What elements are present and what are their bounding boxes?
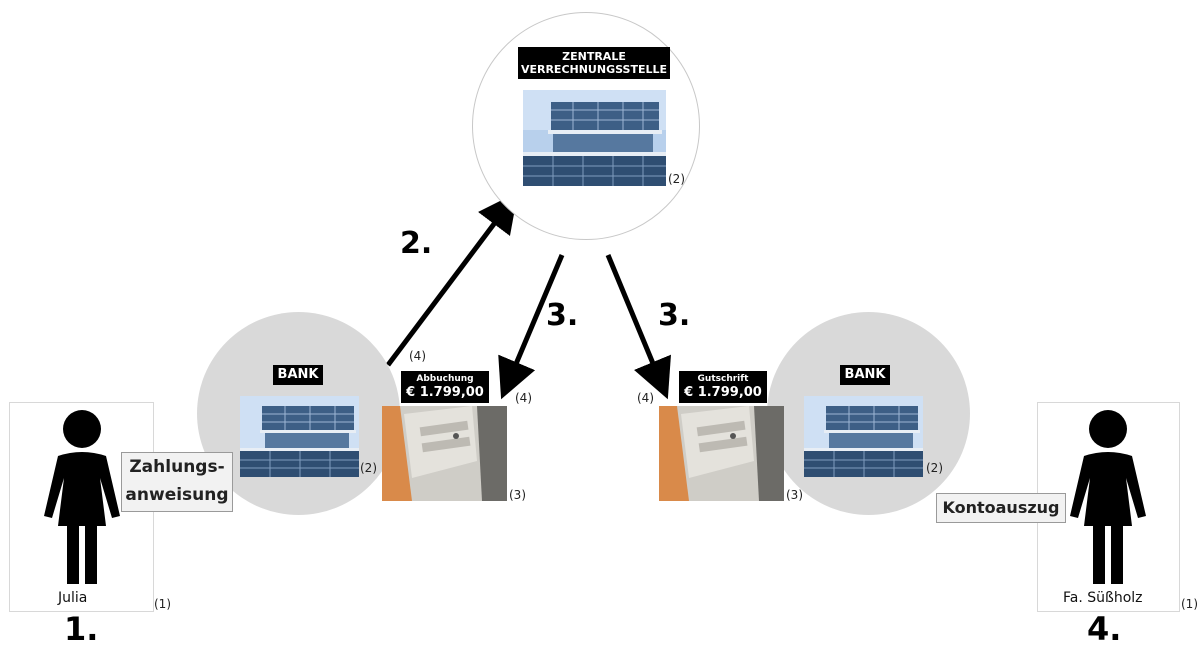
payee-ref: (1) bbox=[1181, 597, 1198, 611]
left-computer-ref: (3) bbox=[509, 488, 526, 502]
payment-order-line1: Zahlungs- bbox=[129, 457, 225, 477]
step-3-right-number: 3. bbox=[658, 298, 691, 333]
payer-ref: (1) bbox=[154, 597, 171, 611]
left-bank-flow-ref: (4) bbox=[409, 349, 426, 363]
left-computer-photo bbox=[382, 406, 507, 501]
debit-label: Abbuchung € 1.799,00 bbox=[401, 371, 489, 404]
statement-box: Kontoauszug bbox=[936, 493, 1066, 523]
payer-name: Julia bbox=[58, 590, 88, 606]
right-computer-ref: (3) bbox=[786, 488, 803, 502]
step-3-left-number: 3. bbox=[546, 298, 579, 333]
step-4-number: 4. bbox=[1087, 610, 1122, 648]
payee-figure-icon bbox=[1070, 410, 1146, 584]
left-bank-title: BANK bbox=[273, 365, 323, 385]
credit-label: Gutschrift € 1.799,00 bbox=[679, 371, 767, 404]
right-bank-title: BANK bbox=[840, 365, 890, 385]
debit-ref: (4) bbox=[515, 391, 532, 405]
central-clearing-title: ZENTRALE VERRECHNUNGSSTELLE bbox=[518, 47, 670, 80]
step-2-number: 2. bbox=[400, 226, 433, 261]
credit-ref: (4) bbox=[637, 391, 654, 405]
credit-title: Gutschrift bbox=[697, 374, 749, 384]
left-bank-photo-ref: (2) bbox=[360, 461, 377, 475]
right-bank-photo-ref: (2) bbox=[926, 461, 943, 475]
left-bank-building-photo bbox=[240, 396, 359, 477]
central-building-photo bbox=[523, 90, 666, 186]
arrow-central-to-credit bbox=[605, 254, 671, 400]
payment-order-box: Zahlungs- anweisung bbox=[121, 452, 233, 512]
debit-amount: € 1.799,00 bbox=[406, 384, 484, 400]
arrow-central-to-debit bbox=[498, 254, 565, 400]
step-1-number: 1. bbox=[64, 610, 99, 648]
statement-label: Kontoauszug bbox=[942, 498, 1060, 517]
credit-amount: € 1.799,00 bbox=[684, 384, 762, 400]
right-computer-photo bbox=[659, 406, 784, 501]
payer-figure-icon bbox=[44, 410, 120, 584]
payment-order-line2: anweisung bbox=[125, 485, 229, 505]
central-photo-ref: (2) bbox=[668, 172, 685, 186]
debit-title: Abbuchung bbox=[416, 374, 474, 384]
arrow-bank-to-central bbox=[386, 192, 519, 367]
payee-name: Fa. Süßholz bbox=[1063, 590, 1143, 606]
right-bank-building-photo bbox=[804, 396, 923, 477]
